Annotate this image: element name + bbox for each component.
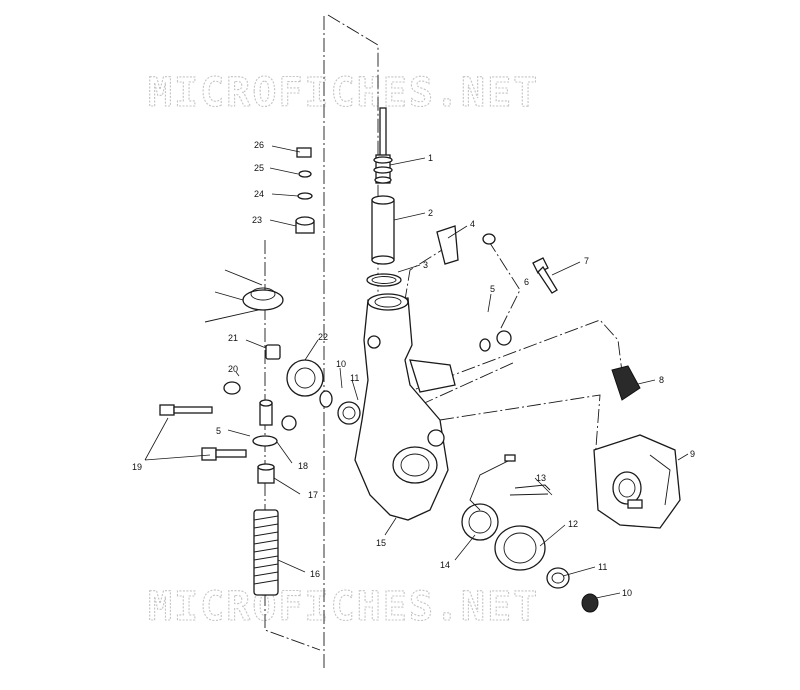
stud-axis-line	[419, 361, 516, 406]
spring-axis-line	[264, 240, 321, 651]
callout-24: 24	[254, 189, 264, 199]
callout-25: 25	[254, 163, 264, 173]
callout-15: 15	[376, 538, 386, 548]
callout-11-lower: 11	[598, 562, 607, 572]
callout-16: 16	[310, 569, 320, 579]
callout-5-left: 5	[216, 426, 221, 436]
callout-2: 2	[428, 208, 433, 218]
callout-14: 14	[440, 560, 450, 570]
part-nut-26	[296, 147, 312, 158]
part-seal-large	[461, 503, 499, 541]
callout-21: 21	[228, 333, 238, 343]
part-bearing-lower	[546, 567, 570, 589]
callout-7: 7	[584, 256, 589, 266]
callout-18: 18	[298, 461, 308, 471]
part-washer-20	[223, 381, 241, 395]
bolt-axis-line	[399, 319, 623, 396]
callout-9: 9	[690, 449, 695, 459]
watermark-top: MICROFICHES.NET	[148, 70, 539, 116]
part-pad	[611, 365, 641, 401]
callout-4: 4	[470, 219, 475, 229]
part-shock-body	[371, 195, 395, 265]
callout-3: 3	[423, 260, 428, 270]
callout-17: 17	[308, 490, 318, 500]
part-washer-24	[297, 192, 313, 200]
callout-20: 20	[228, 364, 238, 374]
part-bolt-upper	[532, 257, 558, 294]
callout-19: 19	[132, 462, 142, 472]
part-washer-left	[281, 415, 297, 431]
part-strap-clip	[436, 225, 459, 265]
callout-23: 23	[252, 215, 262, 225]
part-bearing-22	[286, 359, 324, 397]
callout-1: 1	[428, 153, 433, 163]
callout-26: 26	[254, 140, 264, 150]
part-seal-small	[337, 401, 361, 425]
part-washer-25	[298, 170, 312, 178]
part-sensor-wire	[469, 454, 551, 511]
callout-22: 22	[318, 332, 328, 342]
hub-axis-line	[439, 394, 601, 461]
watermark-bottom: MICROFICHES.NET	[148, 584, 539, 630]
part-spring	[253, 509, 279, 596]
part-nut-right	[496, 330, 512, 346]
part-bushing	[259, 399, 273, 426]
callout-5-right: 5	[490, 284, 495, 294]
part-bolt-19a	[159, 404, 213, 416]
part-bearing-small	[319, 390, 333, 408]
part-washer-18	[252, 435, 278, 447]
washer-axis-line	[487, 239, 521, 331]
part-nut-lower	[581, 593, 599, 613]
part-brake-caliper	[593, 434, 681, 529]
strap-axis-line	[404, 244, 451, 301]
part-spindle-housing	[354, 293, 456, 521]
callout-10-lower: 10	[622, 588, 632, 598]
callout-10-upper: 10	[336, 359, 346, 369]
part-shock-rod	[373, 107, 393, 184]
callout-6: 6	[524, 277, 529, 287]
part-washer-right	[479, 338, 491, 352]
part-spacer	[257, 463, 275, 484]
callout-11-upper: 11	[350, 373, 359, 383]
callout-13: 13	[536, 473, 546, 483]
callout-8: 8	[659, 375, 664, 385]
part-bearing-race	[494, 525, 546, 571]
center-axis-line	[327, 14, 379, 300]
part-bolt-19b	[201, 447, 247, 461]
part-upper-mount	[204, 269, 284, 323]
part-mount-cup	[295, 216, 315, 234]
leader-lines	[144, 145, 689, 599]
callout-12: 12	[568, 519, 578, 529]
part-o-ring	[366, 273, 402, 287]
part-nut-upper	[482, 233, 496, 245]
part-pin	[265, 344, 281, 360]
